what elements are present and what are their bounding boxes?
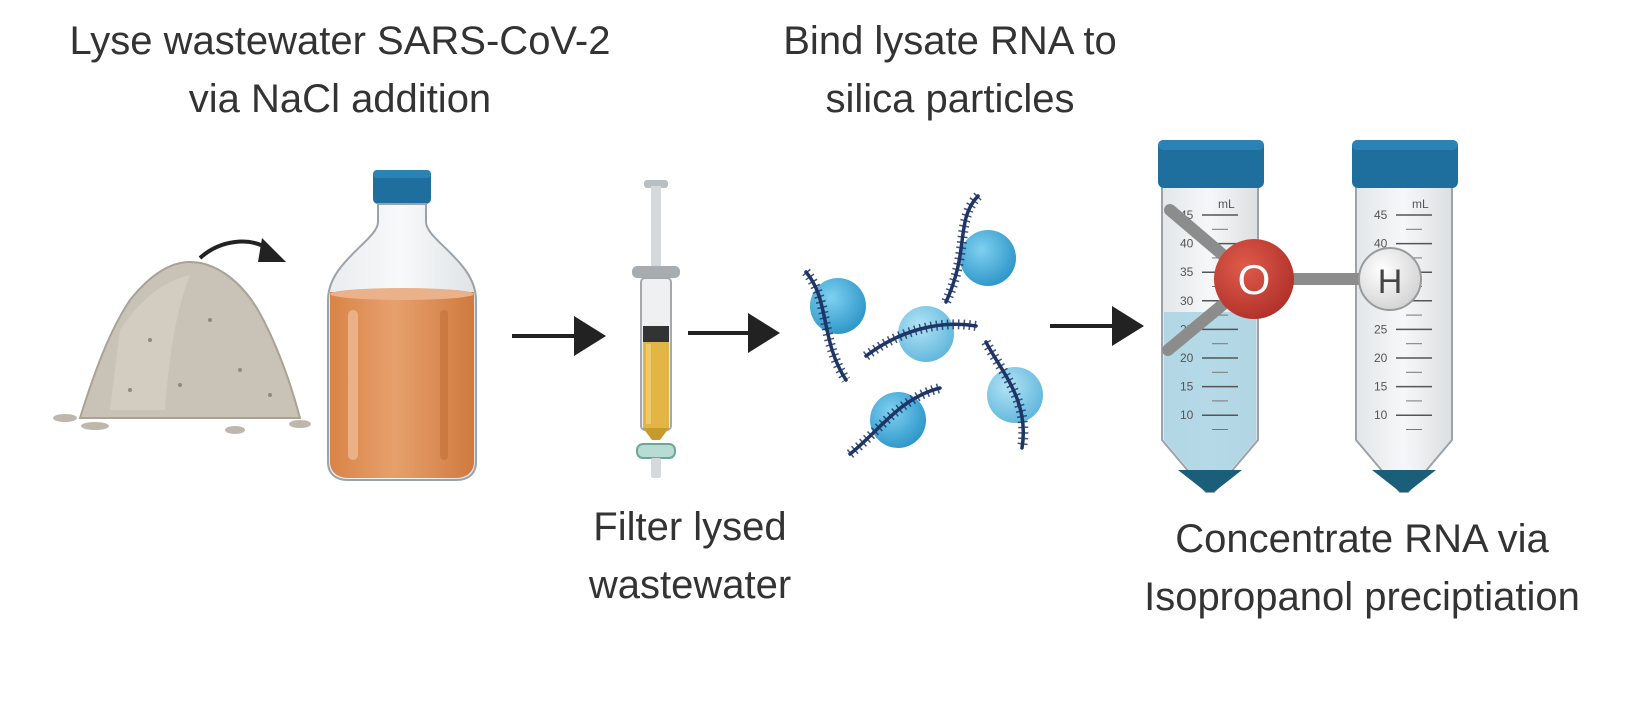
bottle-icon — [327, 170, 477, 481]
rna-bases — [846, 383, 942, 458]
isopropanol-molecule-icon: O H — [1162, 204, 1422, 356]
tube-unit-label: mL — [1218, 197, 1235, 211]
syringe-filter-icon — [632, 180, 680, 478]
tube-tick-label: 35 — [1180, 265, 1194, 279]
label-concentrate-step: Concentrate RNA via Isopropanol precipti… — [1095, 510, 1629, 626]
label-filter-line1: Filter lysed — [593, 505, 787, 549]
tube-tick-label: 15 — [1374, 380, 1388, 394]
tube-unit-label: mL — [1412, 197, 1429, 211]
tube-tick-label: 10 — [1180, 408, 1194, 422]
label-lyse-line2: via NaCl addition — [188, 77, 492, 121]
label-concentrate-line2: Isopropanol preciptiation — [1144, 575, 1580, 619]
label-filter-step: Filter lysed wastewater — [540, 498, 840, 614]
hydrogen-atom — [1358, 247, 1422, 311]
silica-bead — [898, 306, 954, 362]
label-lyse-step: Lyse wastewater SARS-CoV-2 via NaCl addi… — [20, 12, 660, 128]
conical-tube-right-icon — [1352, 140, 1458, 493]
curved-arrow-icon — [198, 238, 286, 262]
tube-tick-label: 40 — [1180, 237, 1194, 251]
oxygen-label: O — [1238, 256, 1271, 303]
label-bind-line2: silica particles — [825, 77, 1075, 121]
tube-tick-label: 25 — [1374, 322, 1388, 336]
tube-tick-label: 40 — [1374, 237, 1388, 251]
rna-bases — [802, 268, 851, 383]
label-lyse-line1: Lyse wastewater SARS-CoV-2 — [69, 19, 611, 63]
tube-tick-label: 20 — [1180, 351, 1194, 365]
oxygen-atom — [1214, 239, 1294, 319]
tube-tick-label: 20 — [1374, 351, 1388, 365]
tube-tick-label: 45 — [1374, 208, 1388, 222]
label-bind-line1: Bind lysate RNA to — [783, 19, 1117, 63]
tube-tick-label: 10 — [1374, 408, 1388, 422]
rna-bases — [862, 319, 977, 360]
hydrogen-label: H — [1378, 263, 1403, 301]
label-concentrate-line1: Concentrate RNA via — [1175, 517, 1549, 561]
tube-tick-label: 30 — [1180, 294, 1194, 308]
label-bind-step: Bind lysate RNA to silica particles — [740, 12, 1160, 128]
silica-beads-rna-icon — [802, 192, 1043, 458]
salt-pile-icon — [53, 260, 311, 434]
silica-bead — [960, 230, 1016, 286]
rna-bases — [941, 192, 982, 305]
silica-bead — [870, 392, 926, 448]
tube-tick-label: 15 — [1180, 380, 1194, 394]
label-filter-line2: wastewater — [588, 563, 792, 607]
rna-bases — [981, 339, 1029, 449]
silica-bead — [810, 278, 866, 334]
